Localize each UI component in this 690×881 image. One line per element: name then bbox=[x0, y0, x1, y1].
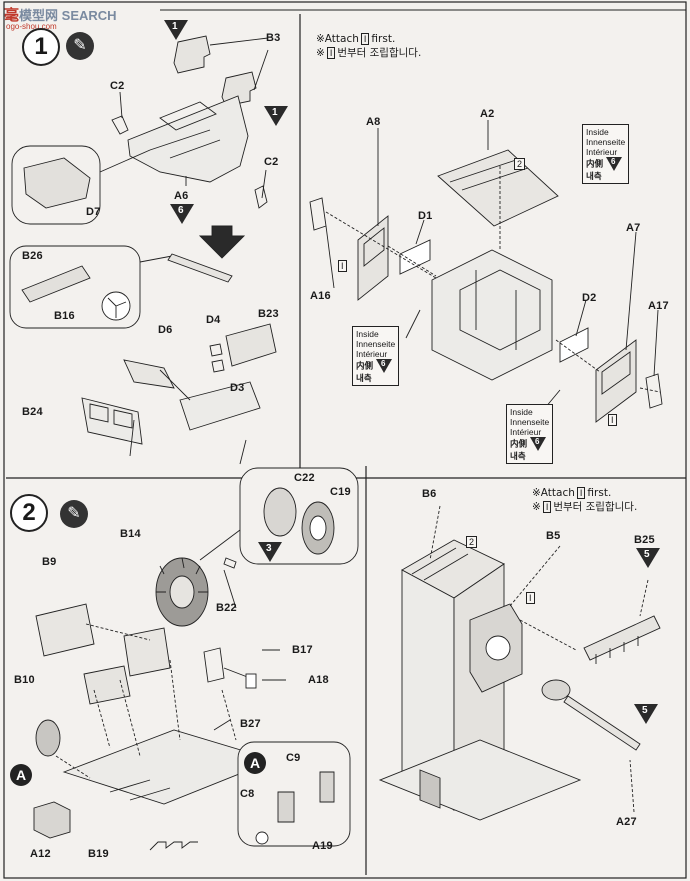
glue-icon-2: ✎ bbox=[60, 500, 88, 528]
label-B17: B17 bbox=[292, 644, 313, 656]
label-D3: D3 bbox=[230, 382, 245, 394]
ref-triangle-1a: 1 bbox=[164, 20, 188, 40]
label-B19: B19 bbox=[88, 848, 109, 860]
step-2-number: 2 bbox=[10, 494, 48, 532]
label-B23: B23 bbox=[258, 308, 279, 320]
marker-box-i-left: I bbox=[338, 260, 347, 272]
label-A17: A17 bbox=[648, 300, 669, 312]
label-A12: A12 bbox=[30, 848, 51, 860]
label-A27: A27 bbox=[616, 816, 637, 828]
label-C19: C19 bbox=[330, 486, 351, 498]
label-D7: D7 bbox=[86, 206, 101, 218]
step-1-number: 1 bbox=[22, 28, 60, 66]
subassembly-a-detail-marker: A bbox=[244, 752, 266, 774]
label-A18: A18 bbox=[308, 674, 329, 686]
label-D6: D6 bbox=[158, 324, 173, 336]
label-B26: B26 bbox=[22, 250, 43, 262]
label-B27: B27 bbox=[240, 718, 261, 730]
label-A19: A19 bbox=[312, 840, 333, 852]
label-B9: B9 bbox=[42, 556, 57, 568]
label-D1: D1 bbox=[418, 210, 433, 222]
cab-body-drawing bbox=[309, 120, 663, 423]
label-B22: B22 bbox=[216, 602, 237, 614]
label-A6: A6 bbox=[174, 190, 189, 202]
ref-triangle-1b: 1 bbox=[264, 106, 288, 126]
ref-triangle-6: 6 bbox=[170, 204, 194, 224]
label-A16: A16 bbox=[310, 290, 331, 302]
label-B24: B24 bbox=[22, 406, 43, 418]
marker-box-i-right: I bbox=[608, 414, 617, 426]
label-C22: C22 bbox=[294, 472, 315, 484]
label-A8: A8 bbox=[366, 116, 381, 128]
label-B25: B25 bbox=[634, 534, 655, 546]
marker-box-i-step2: I bbox=[526, 592, 535, 604]
glue-icon: ✎ bbox=[66, 32, 94, 60]
label-B10: B10 bbox=[14, 674, 35, 686]
marker-box-2-step2: 2 bbox=[466, 536, 478, 548]
chassis-drawing bbox=[33, 467, 359, 851]
label-C2-left: C2 bbox=[110, 80, 125, 92]
label-B3: B3 bbox=[266, 32, 281, 44]
label-B6: B6 bbox=[422, 488, 437, 500]
page-frame bbox=[3, 1, 687, 879]
label-B5: B5 bbox=[546, 530, 561, 542]
label-D2: D2 bbox=[582, 292, 597, 304]
label-A2: A2 bbox=[480, 108, 495, 120]
ref-triangle-3: 3 bbox=[258, 542, 282, 562]
label-C9: C9 bbox=[286, 752, 301, 764]
watermark-url: ogo-shou.com bbox=[6, 22, 57, 31]
subassembly-a-marker: A bbox=[10, 764, 32, 786]
ref-triangle-5b: 5 bbox=[634, 704, 658, 724]
label-D4: D4 bbox=[206, 314, 221, 326]
ref-triangle-5a: 5 bbox=[636, 548, 660, 568]
site-watermark: 毫模型网 SEARCH bbox=[4, 7, 117, 24]
label-A7: A7 bbox=[626, 222, 641, 234]
cab-floor-drawing bbox=[9, 35, 277, 465]
label-C2-right: C2 bbox=[264, 156, 279, 168]
label-B16: B16 bbox=[54, 310, 75, 322]
label-B14: B14 bbox=[120, 528, 141, 540]
marker-box-2: 2 bbox=[514, 158, 526, 170]
label-C8: C8 bbox=[240, 788, 255, 800]
rear-body-drawing bbox=[378, 505, 661, 821]
